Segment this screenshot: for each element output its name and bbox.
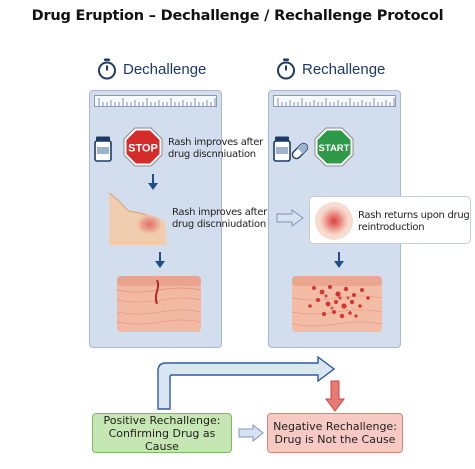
stopwatch-icon (98, 58, 116, 80)
rechallenge-step2-text: Rash returns upon drug reintroduction (358, 210, 470, 234)
dechallenge-step1-text: Rash improves after drug discnniuation (168, 137, 263, 161)
pill-bottle-icon (94, 136, 112, 162)
skin-cross-section-image (116, 276, 202, 332)
capsule-icon (291, 142, 309, 160)
skin-cross-section-image (291, 276, 383, 332)
stop-sign-icon: STOP (123, 127, 163, 167)
negative-rechallenge-box: Negative Rechallenge: Drug is Not the Ca… (267, 413, 403, 453)
right-arrow (238, 423, 264, 443)
stop-sign-label: STOP (128, 143, 158, 155)
text-line: Positive Rechallenge: (103, 413, 221, 427)
positive-rechallenge-box: Positive Rechallenge: Confirming Drug as… (92, 413, 232, 453)
start-sign-icon: START (314, 127, 354, 167)
text-line: Drug is Not the Cause (274, 433, 396, 446)
text-line: drug discnniuation (168, 149, 256, 160)
rechallenge-heading-label: Rechallenge (302, 60, 386, 78)
connector-arrows (157, 355, 336, 410)
stopwatch-icon (277, 58, 295, 80)
down-arrow (334, 252, 344, 268)
rash-spot-image (315, 202, 353, 240)
rechallenge-heading: Rechallenge (276, 58, 385, 80)
text-line: reintroduction (358, 222, 425, 233)
dechallenge-heading: Dechallenge (97, 58, 206, 80)
down-arrow (155, 252, 165, 268)
text-line: Negative Rechallenge: (273, 420, 397, 433)
dechallenge-step2-text: Rash improves after drug discnniudation (172, 207, 267, 231)
timeline-ruler (94, 95, 217, 107)
text-line: Confirming Drug as Cause (108, 426, 216, 453)
skin-rash-image (108, 192, 167, 245)
start-sign-label: START (319, 143, 350, 154)
rash-returns-card: Rash returns upon drug reintroduction (309, 196, 471, 244)
text-line: Rash returns upon drug (358, 210, 470, 221)
text-line: drug discnniudation (172, 219, 266, 230)
text-line: Rash improves after (168, 137, 263, 148)
page-title: Drug Eruption – Dechallenge / Rechalleng… (31, 8, 444, 24)
pill-bottle-icon (273, 136, 291, 162)
down-arrow (148, 174, 158, 190)
dechallenge-heading-label: Dechallenge (123, 60, 207, 78)
text-line: Rash improves after (172, 207, 267, 218)
right-arrow (276, 209, 304, 227)
timeline-ruler (273, 95, 396, 107)
red-down-arrow (325, 380, 345, 412)
